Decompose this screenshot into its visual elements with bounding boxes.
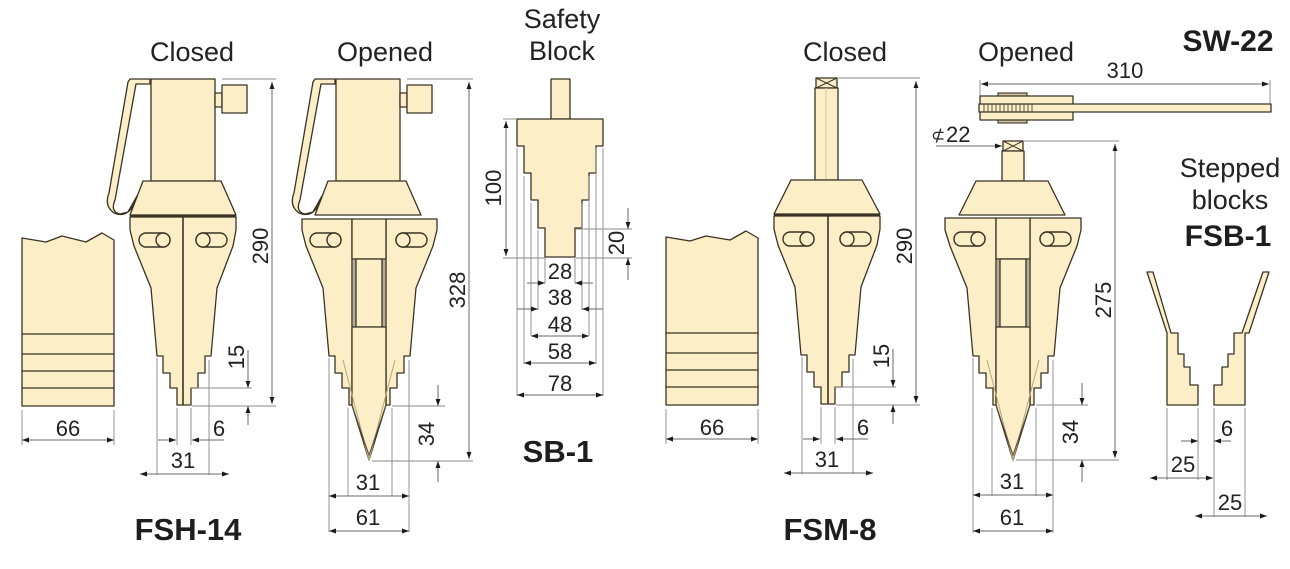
- fsm8-opened-label: Opened: [978, 37, 1074, 67]
- fsb1-model-label: FSB-1: [1185, 220, 1272, 253]
- sb1-width-1: 28: [548, 259, 572, 284]
- sb1-width-5: 78: [548, 371, 572, 396]
- fsh14-workpiece: 66: [21, 232, 115, 445]
- fsm8-model-label: FSM-8: [784, 512, 877, 547]
- fsh14-opened-label: Opened: [337, 37, 433, 67]
- fsb1-title-line1: Stepped: [1180, 153, 1281, 183]
- fsh14-opened-height: 328: [445, 272, 470, 309]
- fsh14-opened-splitter: [291, 78, 438, 462]
- fsm8-closed-splitter: [773, 77, 881, 405]
- sb1-width-4: 58: [548, 339, 572, 364]
- fsb1-title-line2: blocks: [1192, 185, 1269, 215]
- stepped-block-left: [1146, 271, 1199, 406]
- fsh14-closed-label: Closed: [150, 37, 234, 67]
- fsm8-square-drive-size: 22: [946, 122, 970, 147]
- fsm8-opened-splitter: [944, 140, 1082, 462]
- fsh14-opened-inner-width: 31: [356, 470, 380, 495]
- sb1-step: 20: [604, 231, 629, 255]
- sw22-group: SW-22 310: [978, 25, 1274, 124]
- fsb1-gap: 6: [1221, 416, 1233, 441]
- fsh14-tip-width: 6: [213, 416, 225, 441]
- fsm8-closed-width: 31: [815, 447, 839, 472]
- safety-block-shape: [516, 78, 604, 258]
- fsb1-group: Stepped blocks FSB-1 6 25 25: [1146, 153, 1281, 519]
- fsm8-workpiece: 66: [665, 230, 759, 444]
- sb1-group: Safety Block 100 20 28 38 48: [481, 4, 632, 469]
- sb1-model-label: SB-1: [523, 434, 594, 469]
- fsh14-workpiece-width: 66: [56, 416, 80, 441]
- fsb1-block-width-left: 25: [1171, 452, 1195, 477]
- sb1-width-3: 48: [548, 312, 572, 337]
- fsh14-model-label: FSH-14: [135, 512, 243, 547]
- fsm8-step-height: 15: [869, 344, 894, 368]
- fsh14-closed-splitter: [106, 78, 248, 406]
- sw22-model-label: SW-22: [1182, 25, 1273, 58]
- sb1-width-2: 38: [548, 285, 572, 310]
- fsm8-opened-height: 275: [1091, 282, 1116, 319]
- fsm8-closed-label: Closed: [803, 37, 887, 67]
- fsm8-workpiece-width: 66: [700, 415, 724, 440]
- fsh14-opened-tip-height: 34: [414, 422, 439, 446]
- fsh14-step-height: 15: [224, 345, 249, 369]
- fsm8-opened-outer-width: 61: [1000, 505, 1024, 530]
- fsb1-block-width-right: 25: [1218, 490, 1242, 515]
- sb1-height: 100: [481, 170, 506, 207]
- sb1-title-line2: Block: [529, 36, 596, 66]
- fsm8-square-drive-symbol: ⊄: [931, 126, 945, 145]
- fsm8-closed-height: 290: [892, 228, 917, 265]
- fsm8-opened-tip-height: 34: [1058, 420, 1083, 444]
- stepped-block-right: [1213, 271, 1270, 406]
- fsh14-group: Closed Opened 66: [21, 37, 473, 547]
- fsh14-closed-height: 290: [248, 228, 273, 265]
- fsh14-closed-width: 31: [171, 448, 195, 473]
- fsm8-tip-width: 6: [857, 415, 869, 440]
- fsm8-group: Closed Opened 66: [665, 37, 1119, 547]
- sw22-length: 310: [1107, 58, 1144, 83]
- sb1-title-line1: Safety: [524, 4, 601, 34]
- fsm8-opened-inner-width: 31: [1000, 469, 1024, 494]
- socket-wrench: [978, 92, 1272, 124]
- fsh14-opened-outer-width: 61: [356, 505, 380, 530]
